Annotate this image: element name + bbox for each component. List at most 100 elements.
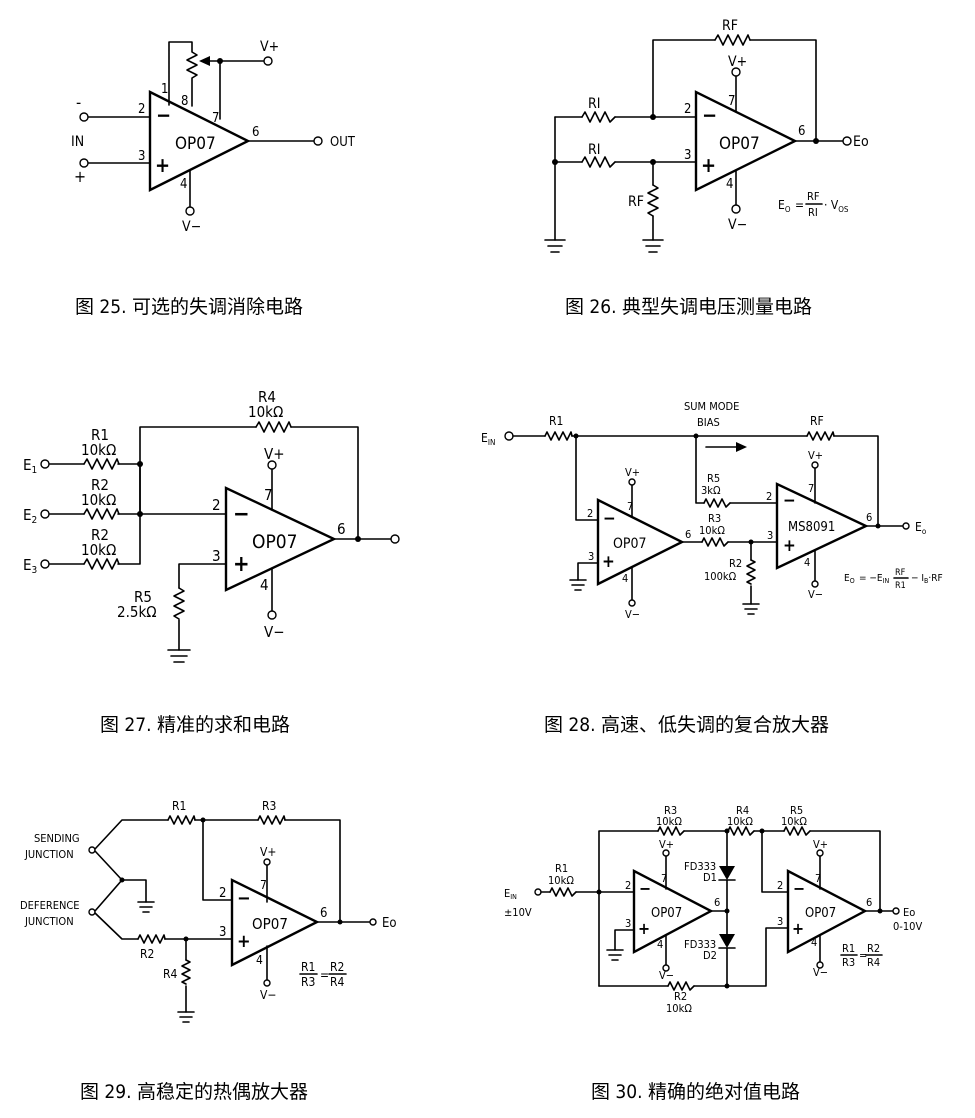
ri-top-label: RI bbox=[588, 96, 600, 112]
v-plus-terminal bbox=[263, 56, 273, 66]
feedback-loop-wire bbox=[652, 39, 817, 142]
wiper-junction-dot bbox=[217, 58, 223, 64]
ein-label: EIN bbox=[504, 887, 517, 901]
pin-6-label: 6 bbox=[798, 124, 805, 139]
rf-label: RF bbox=[810, 414, 824, 428]
inverting-sign: − bbox=[233, 502, 250, 527]
r1-resistor bbox=[549, 887, 577, 897]
op-amp-2-pin-6: 6 bbox=[866, 896, 872, 909]
op-amp-label: OP07 bbox=[175, 134, 216, 154]
op-amp-triangle bbox=[224, 486, 337, 592]
noninverting-sign: + bbox=[237, 931, 251, 952]
r3-resistor bbox=[257, 815, 286, 825]
op-amp-2-triangle bbox=[786, 869, 868, 954]
r2a-label: R2 bbox=[91, 476, 109, 494]
pin-6-label: 6 bbox=[337, 520, 346, 538]
bottom-bus-wire bbox=[598, 927, 789, 987]
figure-27-precision-summing-circuit: OP07 − + R4 10kΩ E1 R1 10kΩ E2 R2 10kΩ E… bbox=[23, 388, 400, 663]
ein-label: EIN bbox=[481, 431, 495, 447]
inverting-sign: − bbox=[702, 103, 717, 127]
output-terminal bbox=[892, 907, 900, 915]
d1-name-label: D1 bbox=[703, 871, 717, 884]
op-amp-triangle bbox=[694, 90, 798, 192]
r2-resistor bbox=[746, 559, 756, 585]
op-amp-1-label: OP07 bbox=[613, 536, 647, 552]
ein-range-label: ±10V bbox=[504, 906, 532, 919]
r4-resistor bbox=[181, 959, 191, 985]
r5-wire bbox=[695, 435, 778, 504]
op-amp-triangle bbox=[230, 878, 320, 967]
r3-resistor bbox=[657, 826, 685, 836]
op-amp-1-inverting-sign: − bbox=[639, 879, 651, 898]
r2-label: R2 bbox=[729, 557, 742, 570]
formula-d2: R4 bbox=[330, 975, 345, 989]
r2-label: R2 bbox=[140, 947, 154, 961]
figure-28-caption: 图 28. 高速、低失调的复合放大器 bbox=[544, 714, 829, 736]
pin-3-label: 3 bbox=[684, 148, 691, 163]
op-amp-2-pin-7: 7 bbox=[808, 482, 814, 495]
v-plus-label: V+ bbox=[260, 39, 279, 55]
d2-part-label: FD333 bbox=[684, 938, 716, 951]
e2-label: E2 bbox=[23, 506, 37, 526]
pin-2-label: 2 bbox=[138, 102, 145, 117]
v-plus-terminal bbox=[267, 460, 277, 470]
v-minus-terminal bbox=[263, 979, 271, 987]
ein-terminal bbox=[504, 431, 514, 441]
r5-resistor bbox=[173, 587, 185, 620]
op-amp-1-pin-6: 6 bbox=[685, 528, 691, 541]
pin-7-label: 7 bbox=[260, 878, 267, 892]
e1-terminal bbox=[40, 459, 50, 469]
r2-resistor bbox=[137, 934, 166, 944]
op-amp-1-pin-4: 4 bbox=[622, 572, 628, 585]
d1-part-label: FD333 bbox=[684, 860, 716, 873]
output-junction-dot bbox=[355, 536, 361, 542]
formula-equals: = bbox=[320, 968, 329, 982]
r2-value: 100kΩ bbox=[704, 570, 737, 583]
formula-numerator: RF bbox=[807, 190, 820, 203]
formula-d1: R3 bbox=[842, 956, 855, 969]
pin-6-label: 6 bbox=[252, 125, 259, 140]
v-minus-label: V− bbox=[728, 217, 747, 233]
r5-label: R5 bbox=[134, 588, 152, 606]
input-label: IN bbox=[71, 134, 84, 150]
inverting-sign: − bbox=[237, 888, 251, 909]
rf-resistor bbox=[806, 431, 835, 441]
formula-n2: R2 bbox=[330, 960, 344, 974]
ground-symbol bbox=[544, 239, 566, 253]
e3-terminal bbox=[40, 559, 50, 569]
r4-feedback-resistor bbox=[255, 421, 292, 433]
op-amp-1-vminus-label: V− bbox=[625, 608, 640, 621]
op-amp-2-pin-6: 6 bbox=[866, 511, 872, 524]
pin-3-label: 3 bbox=[138, 149, 145, 164]
sending-label: SENDING bbox=[34, 832, 80, 845]
op-amp-2-pin-4: 4 bbox=[804, 556, 810, 569]
pin-2-label: 2 bbox=[212, 496, 221, 514]
op-amp-1-ground-wire bbox=[614, 929, 635, 951]
op-amp-1-pin-2: 2 bbox=[587, 507, 593, 520]
r5-value: 2.5kΩ bbox=[117, 603, 157, 621]
input-minus-sign: - bbox=[76, 93, 81, 112]
figure-26-offset-voltage-measurement: OP07 − + RF RI RI RF 2 3 V+ 7 V− 4 bbox=[544, 18, 869, 253]
r3-resistor bbox=[701, 537, 729, 547]
figure-29-caption: 图 29. 高稳定的热偶放大器 bbox=[80, 1081, 308, 1103]
r1-resistor bbox=[544, 431, 573, 441]
ri-bottom-label: RI bbox=[588, 142, 600, 158]
r2a-resistor bbox=[83, 508, 120, 520]
op-amp-1-pin-2: 2 bbox=[625, 879, 631, 892]
formula-n1: R1 bbox=[842, 942, 855, 955]
potentiometer-wiring bbox=[168, 41, 198, 107]
op-amp-2-triangle bbox=[775, 482, 869, 570]
r5-value: 10kΩ bbox=[781, 815, 807, 828]
op-amp-1-inverting-wire bbox=[575, 435, 599, 521]
op-amp-1-pin-4: 4 bbox=[657, 938, 663, 951]
noninverting-sign: + bbox=[155, 153, 170, 177]
v-minus-terminal bbox=[267, 610, 277, 620]
d2-name-label: D2 bbox=[703, 949, 717, 962]
op-amp-1-pin-3: 3 bbox=[625, 917, 631, 930]
inverting-sign: − bbox=[156, 103, 171, 127]
op-amp-2-vplus-terminal bbox=[816, 849, 824, 857]
r5-resistor bbox=[783, 826, 811, 836]
ratio-formula: R1 R3 = R2 R4 bbox=[299, 960, 347, 989]
input-plus-sign: + bbox=[74, 167, 86, 186]
